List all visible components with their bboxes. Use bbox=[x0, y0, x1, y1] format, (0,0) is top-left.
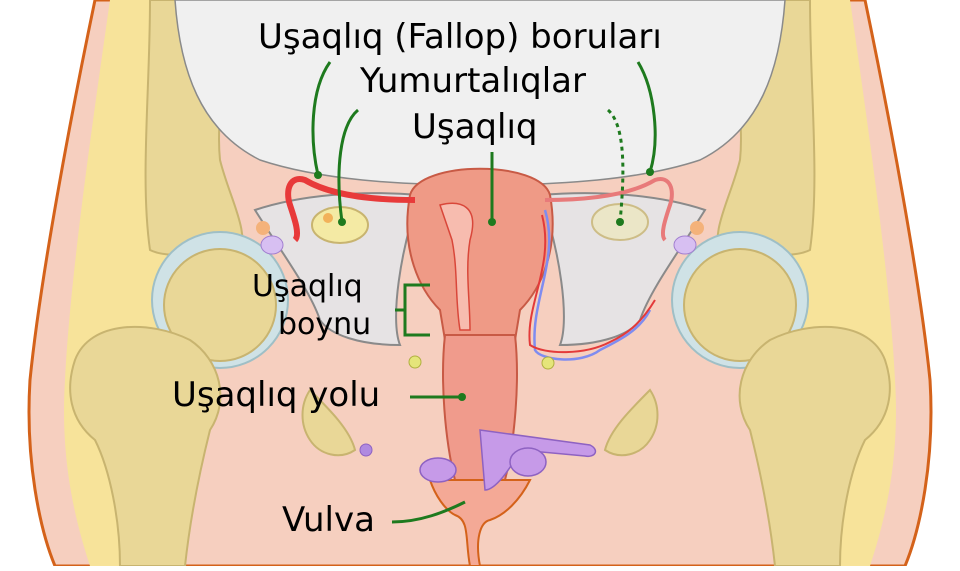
pointer-dot-fallopian-right bbox=[646, 168, 654, 176]
left-ovary-follicle bbox=[323, 213, 333, 223]
label-cervix-line1: Uşaqlıq bbox=[252, 272, 363, 302]
pointer-dot-ovary-left bbox=[338, 218, 346, 226]
label-uterus: Uşaqlıq bbox=[412, 110, 538, 144]
node-yellow-left bbox=[409, 356, 421, 368]
lymph-node-right bbox=[690, 221, 704, 235]
label-vulva: Vulva bbox=[282, 503, 375, 537]
pointer-dot-vagina bbox=[458, 393, 466, 401]
label-cervix-line2: boynu bbox=[278, 310, 371, 340]
pointer-dot-ovary-right bbox=[616, 218, 624, 226]
pointer-dot-uterus bbox=[488, 218, 496, 226]
left-node-purple bbox=[261, 236, 283, 254]
lymph-node-left bbox=[256, 221, 270, 235]
pointer-dot-fallopian-left bbox=[314, 171, 322, 179]
node-yellow-right bbox=[542, 357, 554, 369]
node-purple-small bbox=[360, 444, 372, 456]
right-erectile-tissue bbox=[510, 448, 546, 476]
label-ovaries: Yumurtalıqlar bbox=[360, 64, 586, 98]
label-vagina: Uşaqlıq yolu bbox=[172, 378, 380, 412]
label-fallopian-tubes: Uşaqlıq (Fallop) boruları bbox=[258, 20, 662, 54]
right-node-purple bbox=[674, 236, 696, 254]
left-erectile-tissue bbox=[420, 458, 456, 482]
